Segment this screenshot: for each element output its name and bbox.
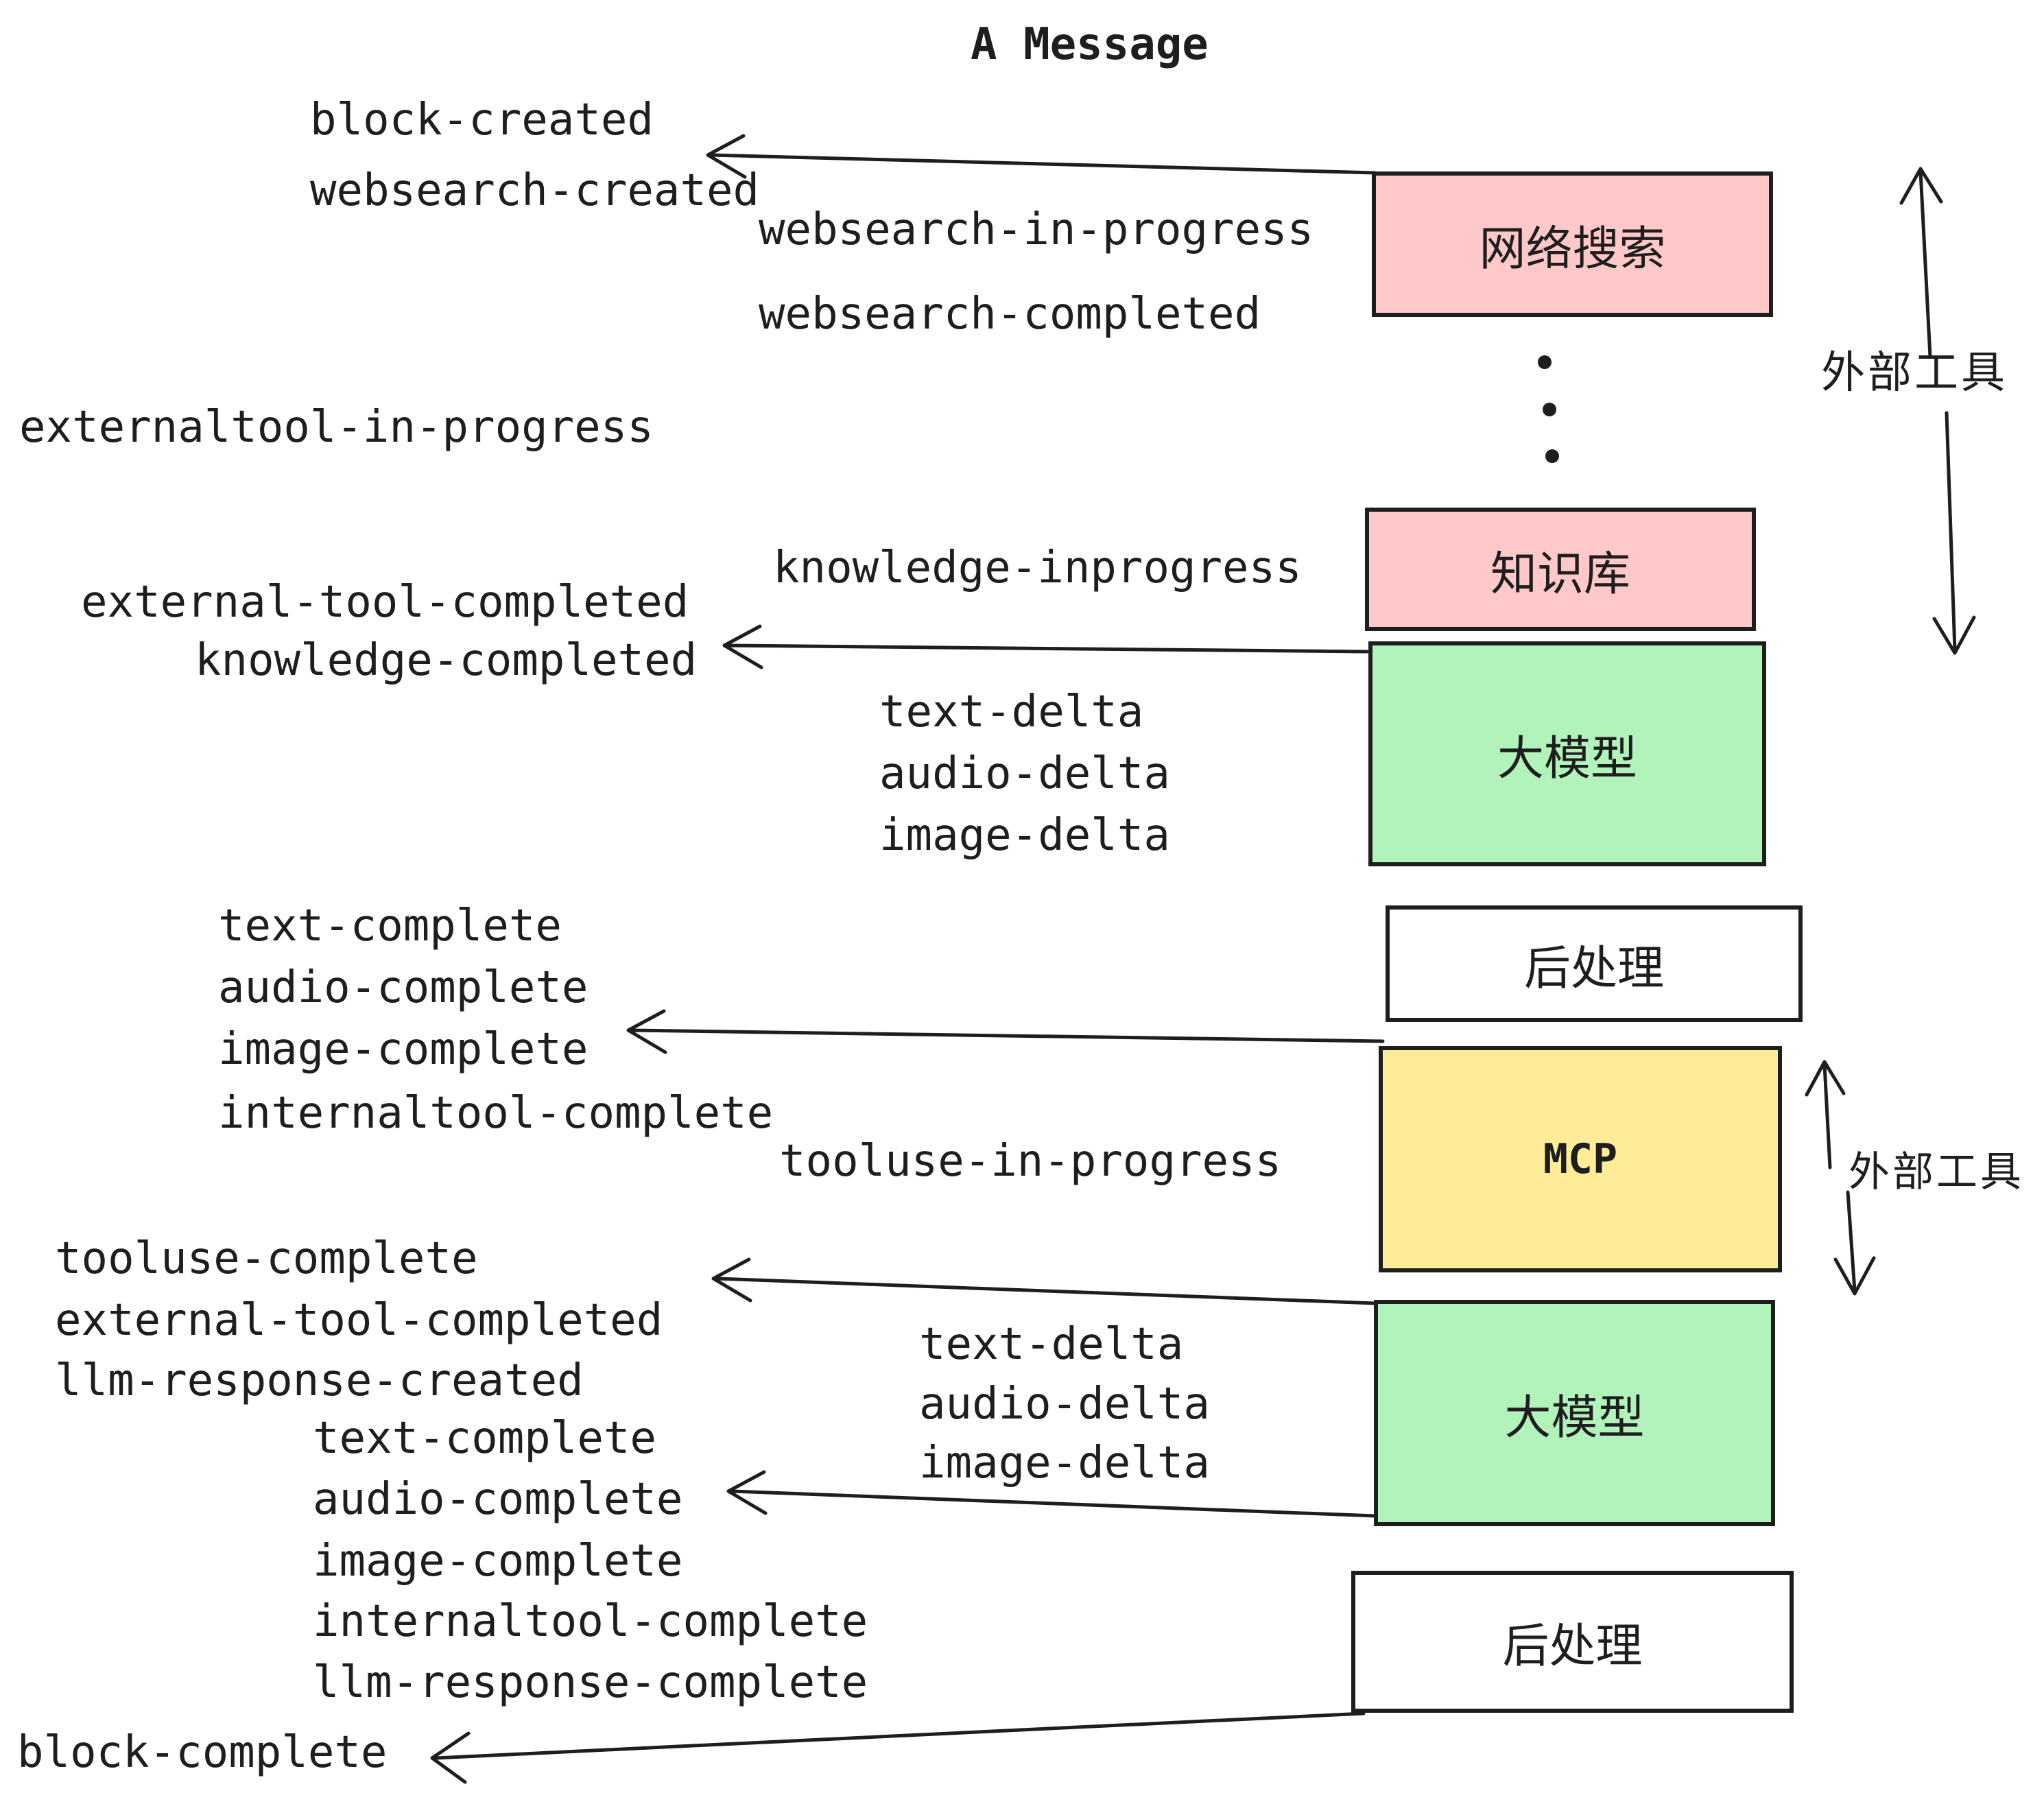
event-image-delta-1: image-delta <box>879 810 1170 861</box>
event-knowledge-completed: knowledge-completed <box>195 635 698 686</box>
arrow-to-knowledge-completed <box>722 624 1369 669</box>
event-image-complete-2: image-complete <box>313 1536 683 1587</box>
arrow-to-tooluse-complete <box>711 1257 1377 1305</box>
event-audio-complete-1: audio-complete <box>218 962 589 1013</box>
diagram-title: A Message <box>971 19 1209 70</box>
box-llm-2: 大模型 <box>1374 1300 1775 1526</box>
event-text-complete-2: text-complete <box>313 1413 656 1464</box>
box-knowledge: 知识库 <box>1365 508 1756 631</box>
arrow-to-block-created <box>706 134 1377 179</box>
event-websearch-completed: websearch-completed <box>759 289 1261 340</box>
arrow-to-image-complete <box>626 1009 1385 1054</box>
event-text-complete-1: text-complete <box>218 901 562 951</box>
event-tooluse-complete: tooluse-complete <box>55 1233 478 1284</box>
event-image-complete-1: image-complete <box>218 1024 589 1075</box>
event-llm-response-complete: llm-response-complete <box>313 1657 868 1708</box>
mcp-external-tools-up-arrow <box>1805 1060 1846 1170</box>
event-external-tool-completed-1: external-tool-completed <box>81 577 689 628</box>
event-internaltool-complete-1: internaltool-complete <box>218 1088 774 1139</box>
arrow-to-audio-complete <box>726 1470 1377 1518</box>
event-knowledge-inprogress: knowledge-inprogress <box>773 543 1302 593</box>
event-internaltool-complete-2: internaltool-complete <box>313 1596 868 1647</box>
box-postprocess-1-label: 后处理 <box>1523 941 1664 996</box>
external-tools-note-mcp: 外部工具 <box>1849 1148 2024 1196</box>
box-llm-1-label: 大模型 <box>1497 731 1637 786</box>
box-postprocess-2: 后处理 <box>1351 1571 1794 1713</box>
event-image-delta-2: image-delta <box>919 1438 1210 1488</box>
arrow-to-block-complete <box>430 1711 1366 1784</box>
box-websearch-label: 网络搜索 <box>1479 222 1666 276</box>
event-websearch-in-progress: websearch-in-progress <box>759 204 1314 255</box>
ellipsis-dots <box>1538 355 1559 463</box>
event-text-delta-1: text-delta <box>879 687 1144 737</box>
event-audio-complete-2: audio-complete <box>313 1474 683 1525</box>
box-knowledge-label: 知识库 <box>1490 547 1630 602</box>
event-external-tool-completed-2: external-tool-completed <box>55 1295 663 1346</box>
event-block-created: block-created <box>310 95 654 145</box>
event-llm-response-created: llm-response-created <box>55 1355 584 1406</box>
box-llm-1: 大模型 <box>1368 641 1766 866</box>
event-audio-delta-1: audio-delta <box>879 748 1170 799</box>
mcp-external-tools-down-arrow <box>1833 1190 1876 1296</box>
box-websearch: 网络搜索 <box>1372 171 1773 317</box>
external-tools-up-arrow <box>1899 167 1943 359</box>
event-tooluse-in-progress: tooluse-in-progress <box>779 1136 1282 1187</box>
box-mcp-label: MCP <box>1543 1135 1618 1183</box>
event-block-complete: block-complete <box>17 1727 388 1778</box>
event-websearch-created: websearch-created <box>310 165 760 216</box>
event-audio-delta-2: audio-delta <box>919 1379 1210 1429</box>
external-tools-down-arrow <box>1932 411 1976 655</box>
box-postprocess-1: 后处理 <box>1386 905 1803 1022</box>
box-postprocess-2-label: 后处理 <box>1502 1619 1643 1674</box>
box-llm-2-label: 大模型 <box>1504 1390 1645 1445</box>
event-text-delta-2: text-delta <box>919 1319 1184 1370</box>
external-tools-note-top: 外部工具 <box>1821 348 2008 399</box>
event-externaltool-in-progress: externaltool-in-progress <box>19 402 654 453</box>
box-mcp: MCP <box>1379 1046 1782 1272</box>
